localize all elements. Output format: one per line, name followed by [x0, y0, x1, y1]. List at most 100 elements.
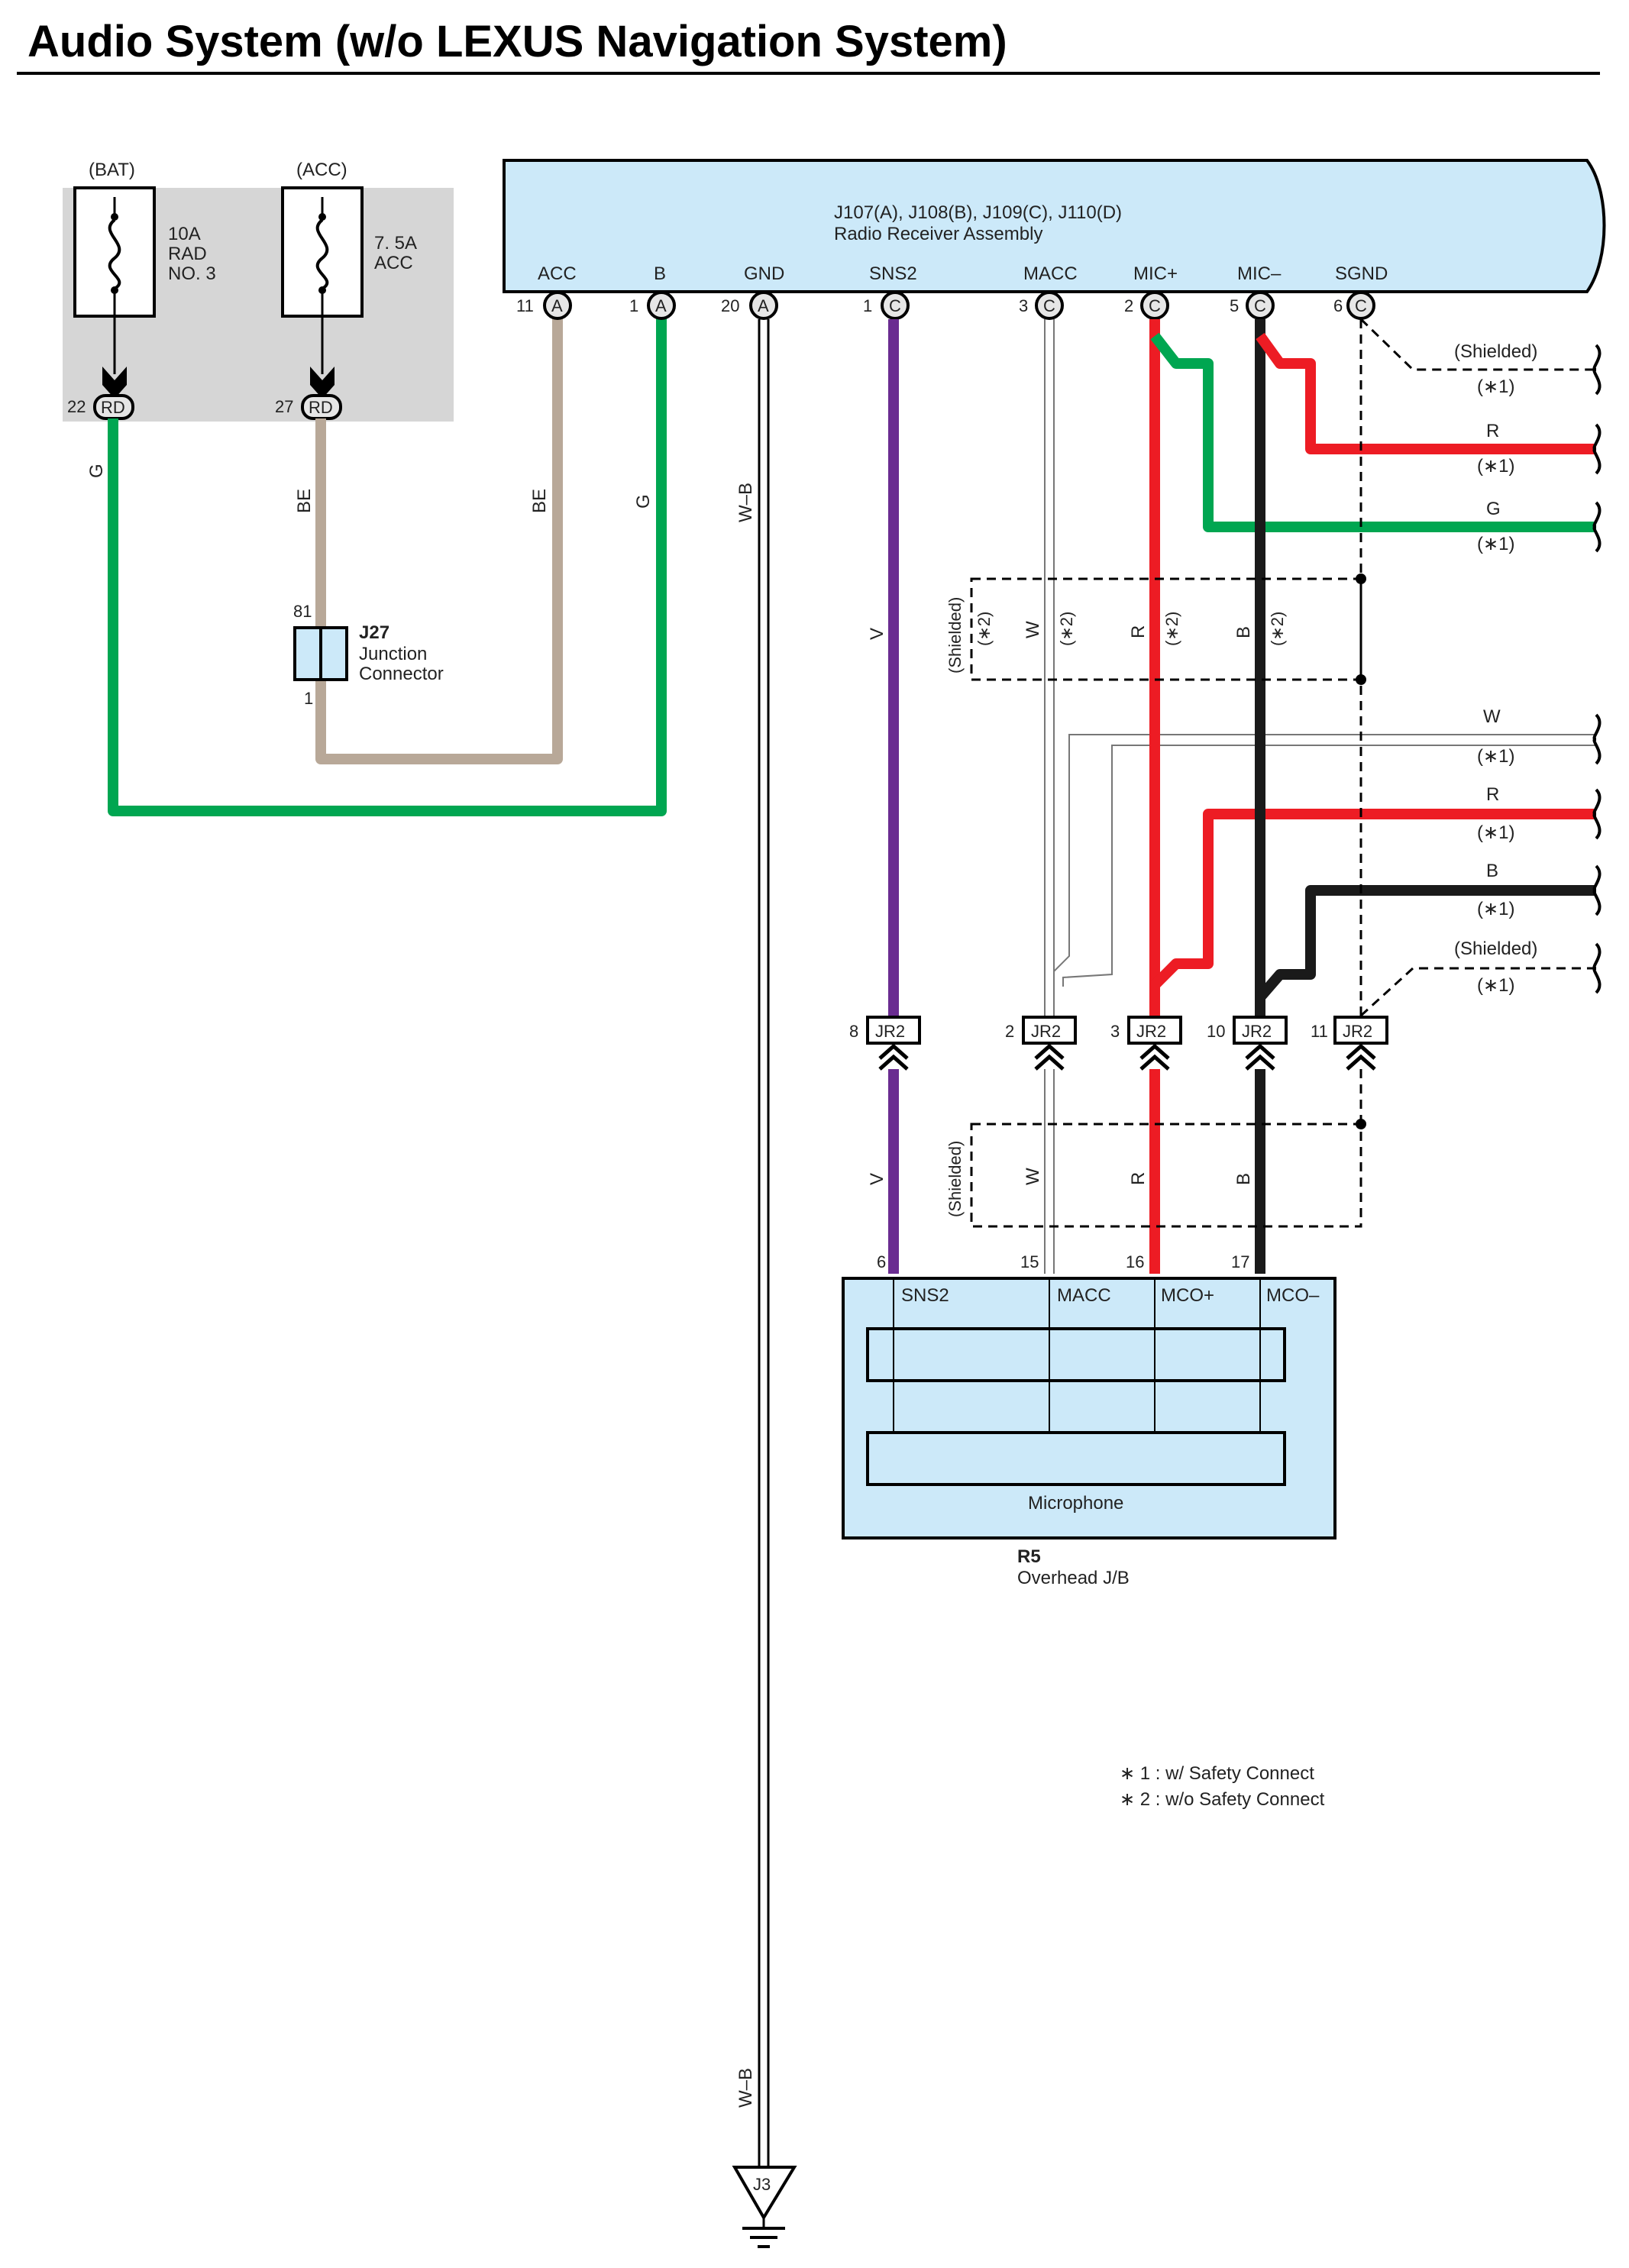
ground-code: J3: [753, 2175, 771, 2194]
fuse-2-symbol: [315, 218, 329, 290]
terminal-conn: C: [1355, 296, 1367, 315]
branch-6-note: (∗1): [1477, 899, 1514, 919]
branch-end-5: [1592, 788, 1602, 840]
ground-j3: J3: [732, 2166, 797, 2248]
branch-2-note: (∗1): [1477, 456, 1514, 477]
radio-terminal-gnd: GND 20 A: [721, 263, 784, 320]
wire-red-branch-upper: [1256, 332, 1596, 454]
wire-label-v-lower: V: [867, 1173, 887, 1185]
branch-4-color: W: [1483, 706, 1501, 727]
branch-end-3: [1592, 501, 1602, 553]
shield-upper-label: (Shielded): [945, 597, 965, 674]
terminal-pin: 1: [863, 296, 872, 315]
wire-green-branch: [1150, 332, 1596, 532]
wire-label-be-right: BE: [529, 489, 550, 513]
mic-bar-upper: [866, 1327, 1286, 1382]
branch-5-color: R: [1486, 784, 1499, 805]
branch-end-2: [1592, 423, 1602, 475]
branch-6-color: B: [1486, 861, 1498, 881]
fuse-2-name-line1: ACC: [374, 253, 413, 273]
branch-1-note: (∗1): [1477, 376, 1514, 397]
wire-label-g-right: G: [633, 494, 654, 509]
overhead-jb-box: [842, 1277, 1336, 1539]
mic-pin-3: 16: [1126, 1252, 1144, 1271]
terminal-pin: 11: [516, 296, 534, 315]
wire-green-bat: [108, 313, 667, 816]
wire-label-be-left: BE: [294, 489, 315, 513]
branch-4-note: (∗1): [1477, 746, 1514, 767]
branch-endings: [1592, 344, 1602, 994]
wire-black-branch: [1256, 885, 1596, 1001]
j27-pin-top: 81: [293, 602, 312, 621]
radio-terminal-sgnd: SGND 6 C: [1333, 263, 1388, 320]
branch-end-7: [1592, 942, 1602, 994]
shield-upper-note-3: (∗2): [1162, 612, 1181, 646]
junction-connector-j27: 81 1 J27 Junction Connector: [293, 602, 444, 708]
shield-upper-note-1: (∗2): [974, 612, 994, 646]
radio-name: Radio Receiver Assembly: [834, 224, 1042, 244]
page-title: Audio System (w/o LEXUS Navigation Syste…: [27, 17, 1007, 66]
wire-label-g-left: G: [86, 464, 107, 478]
wire-shield-branch-lower: [1359, 967, 1596, 1017]
mic-terminal-name: SNS2: [901, 1285, 949, 1306]
terminal-pin: 2: [1124, 296, 1133, 315]
overhead-jb-name: Overhead J/B: [1017, 1568, 1130, 1588]
fuse-block: (BAT) 10A RAD NO. 3 22 RD (ACC) 7. 5A AC…: [63, 160, 454, 422]
terminal-name: MACC: [1023, 263, 1078, 284]
overhead-jb-code: R5: [1017, 1546, 1041, 1567]
terminal-conn: A: [551, 296, 563, 315]
fuse-2-supply: (ACC): [296, 160, 347, 180]
fuse-1-pin: 22: [67, 397, 86, 416]
mic-terminal-name: MCO+: [1161, 1285, 1214, 1306]
radio-body: [503, 159, 1606, 293]
jr2-pin: 10: [1207, 1022, 1225, 1041]
wire-label-w-lower: W: [1023, 1168, 1043, 1185]
wire-label-w-upper: W: [1023, 621, 1043, 638]
jr2-pin: 11: [1311, 1022, 1328, 1041]
jr2-connector-11: 11 JR2: [1311, 1016, 1388, 1071]
radio-terminal-mic-minus: MIC– 5 C: [1230, 263, 1282, 320]
wire-label-r-lower: R: [1128, 1172, 1149, 1185]
fuse-2-connector-code: RD: [309, 398, 333, 417]
jr2-pin: 8: [849, 1022, 858, 1041]
mic-pin-2: 15: [1020, 1252, 1039, 1271]
shield-upper-note-4: (∗2): [1268, 612, 1287, 646]
branch-5-note: (∗1): [1477, 822, 1514, 843]
branch-2-color: R: [1486, 421, 1499, 441]
jr2-connector-2: 2 JR2: [1005, 1016, 1077, 1071]
shield-upper-note-2: (∗2): [1057, 612, 1076, 646]
terminal-conn: A: [655, 296, 667, 315]
terminal-conn: C: [1149, 296, 1161, 315]
ground-triangle: [732, 2166, 797, 2221]
jr2-pin: 2: [1005, 1022, 1014, 1041]
jr2-label: JR2: [1242, 1022, 1272, 1041]
terminal-conn: C: [889, 296, 901, 315]
wire-label-b-upper: B: [1233, 626, 1254, 638]
fuse-1-name-line2: NO. 3: [168, 263, 216, 284]
wire-label-v-upper: V: [867, 628, 887, 640]
branch-end-6: [1592, 864, 1602, 916]
mic-terminal-name: MACC: [1057, 1285, 1111, 1306]
branch-end-4: [1592, 713, 1602, 765]
shield-lower-label: (Shielded): [945, 1141, 965, 1217]
radio-receiver-assembly: J107(A), J108(B), J109(C), J110(D) Radio…: [503, 159, 1606, 293]
wire-label-wb-top: W–B: [735, 483, 756, 522]
fuse-1-rating: 10A: [168, 224, 201, 244]
jr2-label: JR2: [1343, 1022, 1372, 1041]
shield-box-upper: (Shielded) (∗2) (∗2) (∗2) (∗2): [945, 573, 1366, 685]
shield-box-lower: (Shielded): [945, 1119, 1366, 1228]
terminal-pin: 1: [629, 296, 638, 315]
note-2: ∗ 2 : w/o Safety Connect: [1120, 1789, 1325, 1810]
terminal-pin: 3: [1019, 296, 1028, 315]
terminal-name: SNS2: [869, 263, 917, 284]
radio-terminal-macc: MACC 3 C: [1019, 263, 1078, 320]
terminal-conn: A: [758, 296, 769, 315]
terminal-pin: 20: [721, 296, 739, 315]
mic-pin-4: 17: [1231, 1252, 1249, 1271]
fuse-2-pin: 27: [275, 397, 293, 416]
j27-line1: Junction: [359, 644, 427, 664]
radio-code: J107(A), J108(B), J109(C), J110(D): [834, 202, 1122, 223]
mic-terminal-name: MCO–: [1266, 1285, 1320, 1306]
wire-beige-acc-2: [315, 313, 563, 764]
